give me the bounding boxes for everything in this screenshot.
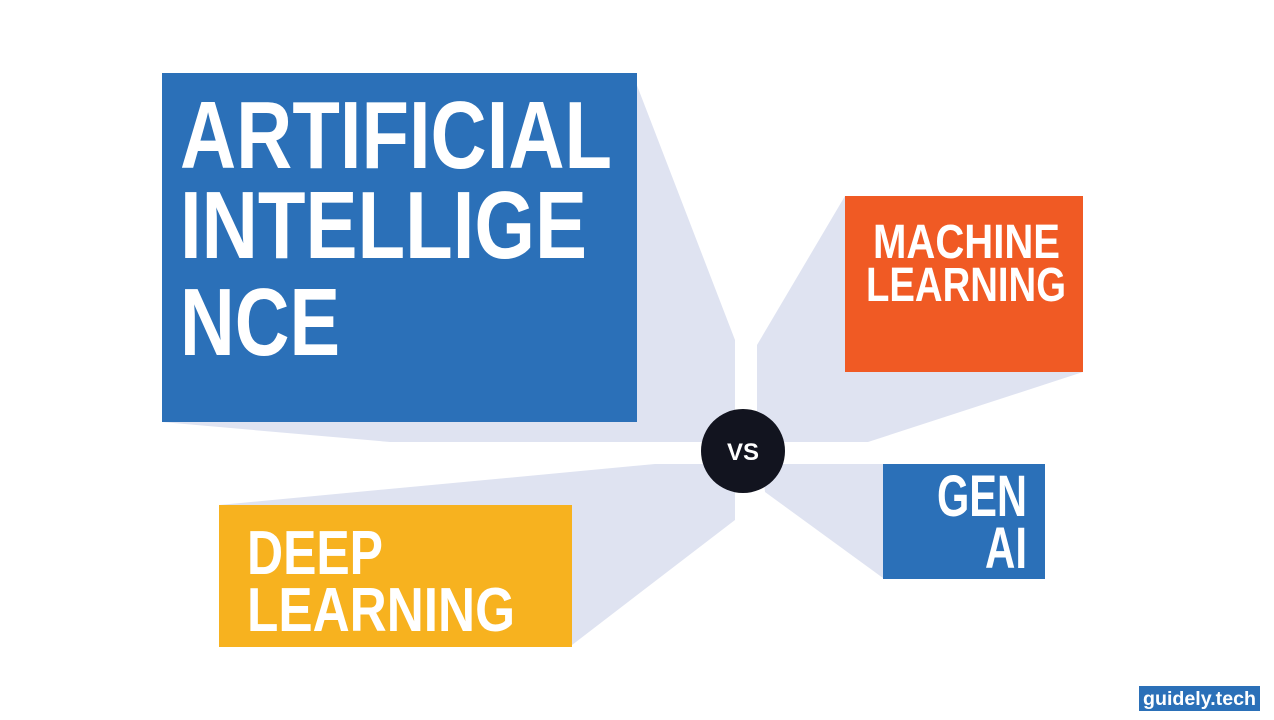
ml-box: MACHINE LEARNING — [845, 196, 1083, 372]
connector-shadows — [162, 75, 1083, 645]
ml-line-2: LEARNING — [866, 259, 1066, 312]
dl-shadow — [219, 464, 735, 645]
ai-line-3: NCE — [180, 269, 340, 376]
vs-label: VS — [727, 439, 759, 466]
ai-shadow — [162, 75, 735, 442]
watermark-text: guidely.tech — [1143, 689, 1256, 710]
genai-box: GEN AI — [883, 464, 1045, 581]
vs-badge: VS — [701, 409, 785, 493]
genai-shadow — [762, 464, 883, 578]
dl-line-1: DEEP — [247, 519, 383, 588]
genai-line-1: GEN — [937, 464, 1027, 529]
ai-line-1: ARTIFICIAL — [180, 82, 612, 189]
dl-line-2: LEARNING — [247, 576, 515, 645]
ml-shadow — [757, 196, 1083, 442]
ai-line-2: INTELLIGE — [180, 172, 587, 279]
ai-box: ARTIFICIAL INTELLIGE NCE — [162, 73, 637, 422]
watermark-logo: guidely.tech — [1139, 686, 1260, 711]
dl-box: DEEP LEARNING — [219, 505, 572, 647]
ml-line-1: MACHINE — [873, 216, 1060, 269]
genai-line-2: AI — [985, 516, 1027, 581]
